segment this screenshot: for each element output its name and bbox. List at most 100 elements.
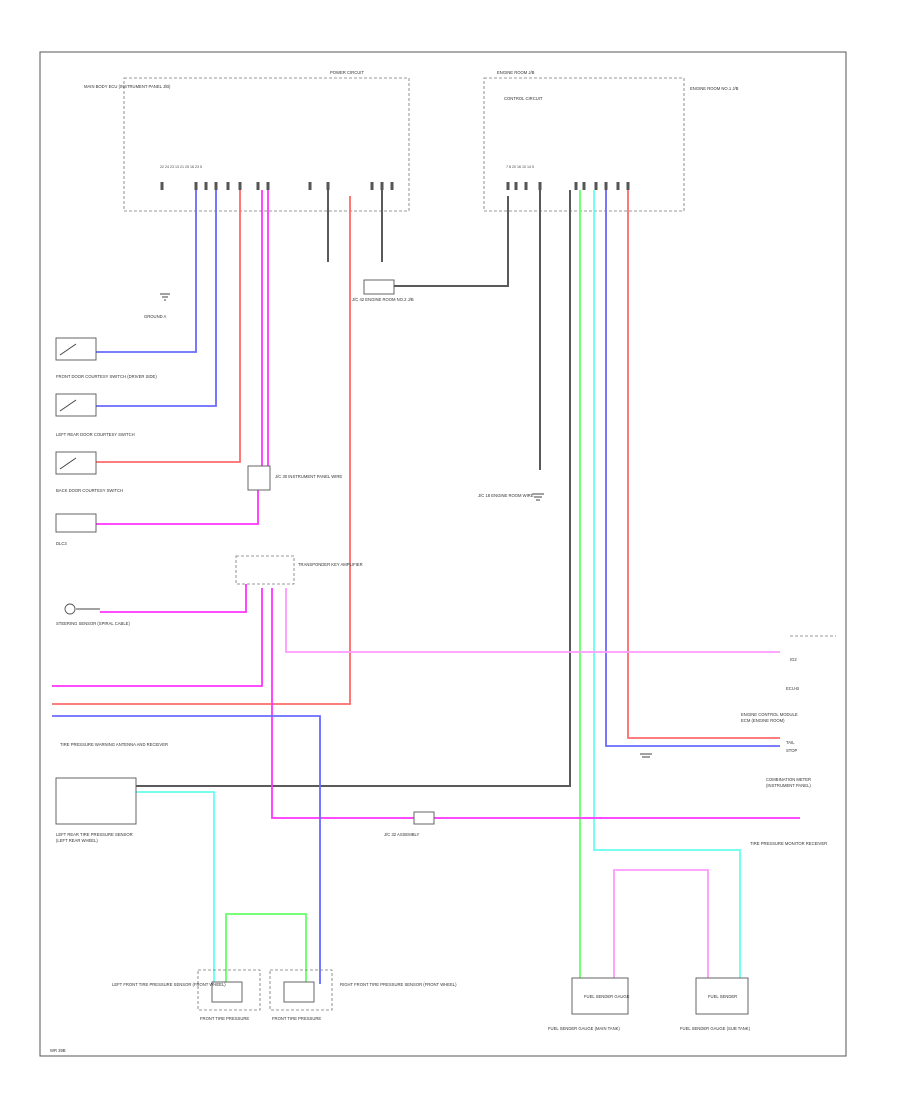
diagram-frame (39, 51, 847, 1057)
connector-pin-9 (308, 182, 312, 190)
right-mid-label: ECU-B (786, 686, 799, 691)
rear-lh-sensor-box (571, 977, 629, 1015)
engine-room-jb-box (483, 77, 685, 212)
jc-center (247, 465, 271, 491)
front-rh-sensor-box (269, 969, 333, 1011)
wire-green-2 (225, 913, 307, 984)
right-low-label: TAIL (786, 740, 795, 745)
combination-meter-sublabel: (INSTRUMENT PANEL) (766, 783, 811, 788)
connector-pin-4 (214, 182, 218, 190)
connector-pin-14 (506, 182, 510, 190)
front-lh-sensor (211, 981, 243, 1003)
main-body-ecu-circuit-label: POWER CIRCUIT (330, 70, 364, 75)
wire-magenta-6 (271, 588, 414, 819)
connector-pin-19 (582, 182, 586, 190)
right-top-label: IG2 (790, 657, 797, 662)
wire-cyan-1 (593, 190, 741, 980)
rh-sensor-block-label: TIRE PRESSURE MONITOR RECEIVER (750, 841, 827, 846)
rear-lh-label: FUEL SENDER GAUGE (MAIN TANK) (548, 1026, 620, 1031)
connector-pin-6 (238, 182, 242, 190)
ground-mid-label: J/C 18 ENGINE ROOM WIRE (478, 493, 534, 498)
main-body-ecu-box (123, 77, 410, 212)
jc-bottom-label: J/C 32 ASSEMBLY (384, 832, 420, 837)
left-tire-block-label: TIRE PRESSURE WARNING ANTENNA AND RECEIV… (60, 742, 168, 747)
dlc3-connector (55, 513, 97, 533)
right-low-label-2: STOP (786, 748, 798, 753)
connector-pin-7 (256, 182, 260, 190)
front-lh-box-label: FRONT TIRE PRESSURE (200, 1016, 249, 1021)
connector-pin-21 (604, 182, 608, 190)
door-switch-2-label: LEFT REAR DOOR COURTESY SWITCH (56, 432, 135, 437)
connector-pin-12 (380, 182, 384, 190)
transponder-box (235, 555, 295, 585)
rear-rh-box-label: FUEL SENDER (708, 994, 737, 999)
steering-sensor (64, 603, 100, 615)
wire-black-3 (394, 196, 509, 287)
lh-rear-sensor-sublabel: (LEFT REAR WHEEL) (56, 838, 98, 843)
connector-pin-2 (194, 182, 198, 190)
wire-blue-2 (96, 190, 217, 407)
engine-room-jb-circuit-label: CONTROL CIRCUIT (504, 96, 543, 101)
wire-red-2 (52, 196, 351, 705)
engine-room-jb-label: ENGINE ROOM J/B (497, 70, 535, 75)
front-rh-sensor-label: RIGHT FRONT TIRE PRESSURE SENSOR (FRONT … (340, 982, 457, 987)
door-switch-3-label: BACK DOOR COURTESY SWITCH (56, 488, 123, 493)
ground-right-symbol (640, 753, 652, 758)
connector-pin-5 (226, 182, 230, 190)
wire-black-5 (136, 190, 571, 787)
jc-connector-top (363, 279, 395, 295)
door-switch-1-label: FRONT DOOR COURTESY SWITCH (DRIVER SIDE) (56, 374, 157, 379)
door-switch-3 (55, 451, 97, 475)
front-lh-sensor-box (197, 969, 261, 1011)
main-body-ecu-label: MAIN BODY ECU (INSTRUMENT PANEL J/B) (84, 84, 171, 89)
door-switch-1 (55, 337, 97, 361)
wire-red-3 (627, 190, 780, 739)
connector-pin-18 (574, 182, 578, 190)
connector-pin-8 (266, 182, 270, 190)
connector-pin-23 (626, 182, 630, 190)
ground-a-symbol (160, 293, 170, 301)
main-body-ecu-pins: 22 24 23 13 21 25 16 23 5 (160, 165, 202, 169)
left-tire-block (55, 777, 137, 825)
connector-pin-3 (204, 182, 208, 190)
front-rh-box-label: FRONT TIRE PRESSURE (272, 1016, 321, 1021)
page-code: WR 39B (50, 1048, 66, 1053)
right-ecu-sublabel: ECM (ENGINE ROOM) (741, 718, 785, 723)
lh-rear-sensor-label: LEFT REAR TIRE PRESSURE SENSOR (56, 832, 133, 837)
dlc3-label: DLC3 (56, 541, 67, 546)
wire-pink-2 (613, 869, 709, 980)
connector-pin-16 (524, 182, 528, 190)
wire-magenta-3 (96, 490, 259, 525)
wire-cyan-2 (136, 791, 215, 984)
jc-bottom (413, 811, 435, 825)
right-ecu-label: ENGINE CONTROL MODULE (741, 712, 798, 717)
jc-center-label: J/C 30 INSTRUMENT PANEL WIRE (275, 474, 342, 479)
connector-pin-20 (594, 182, 598, 190)
front-lh-sensor-label: LEFT FRONT TIRE PRESSURE SENSOR (FRONT W… (112, 982, 226, 987)
wire-pink-1 (285, 588, 780, 653)
wire-magenta-5 (52, 588, 263, 687)
rear-rh-label: FUEL SENDER GAUGE (SUB TANK) (680, 1026, 751, 1031)
front-rh-sensor (283, 981, 315, 1003)
connector-pin-22 (616, 182, 620, 190)
jc-connector-top-label: J/C 42 ENGINE ROOM NO.2 J/B (352, 297, 414, 302)
steering-sensor-label: STEERING SENSOR (SPIRAL CABLE) (56, 621, 130, 626)
wire-blue-3 (605, 190, 780, 747)
rear-rh-sensor-box (695, 977, 749, 1015)
ground-mid-symbol (532, 493, 544, 501)
transponder-label: TRANSPONDER KEY AMPLIFIER (298, 562, 363, 567)
door-switch-2 (55, 393, 97, 417)
connector-pin-15 (514, 182, 518, 190)
engine-room-jb-pins: 7 8 20 16 10 14 5 (506, 165, 534, 169)
connector-pin-10 (326, 182, 330, 190)
connector-pin-17 (538, 182, 542, 190)
rear-lh-box-label: FUEL SENDER GAUGE (584, 994, 630, 999)
wire-magenta-4 (100, 584, 247, 613)
connector-pin-11 (370, 182, 374, 190)
engine-room-jb-right-label: ENGINE ROOM NO.1 J/B (690, 86, 739, 91)
wire-red-1 (96, 190, 241, 463)
combination-meter-label: COMBINATION METER (766, 777, 811, 782)
connector-pin-13 (390, 182, 394, 190)
wire-blue-1 (96, 190, 197, 353)
